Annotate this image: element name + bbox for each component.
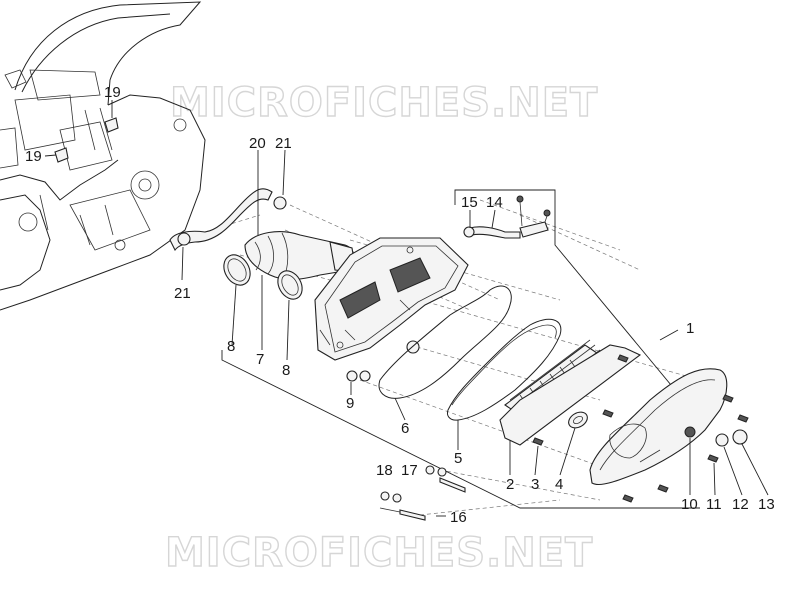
callout-9: 9 bbox=[346, 395, 354, 412]
callout-21a: 21 bbox=[275, 135, 292, 152]
washer-17 bbox=[392, 493, 402, 503]
callout-17: 17 bbox=[401, 462, 418, 479]
breather-fitting bbox=[519, 221, 549, 238]
fastener-clip-upper bbox=[104, 117, 119, 133]
callout-14: 14 bbox=[486, 194, 503, 211]
watermark-bottom: MICROFICHES.NET bbox=[165, 530, 593, 576]
callout-15: 15 bbox=[461, 194, 478, 211]
callout-19b: 19 bbox=[25, 148, 42, 165]
callout-10: 10 bbox=[681, 496, 698, 513]
hose-clip-lower bbox=[177, 232, 191, 246]
cover-gasket bbox=[447, 318, 562, 421]
hose-clamp-right-inner bbox=[281, 274, 299, 296]
callout-12: 12 bbox=[732, 496, 749, 513]
assembly-bracket-8 bbox=[221, 350, 700, 509]
fitting-dot-b bbox=[543, 209, 551, 217]
callout-13: 13 bbox=[758, 496, 775, 513]
engine-crankcase bbox=[0, 1, 206, 311]
hose-clamp-left bbox=[223, 254, 251, 286]
breather-clip bbox=[463, 226, 475, 238]
callout-19a: 19 bbox=[104, 84, 121, 101]
hose-clamp-right bbox=[277, 270, 303, 300]
callout-4: 4 bbox=[555, 476, 563, 493]
filter-box-housing bbox=[314, 237, 469, 361]
callout-18: 18 bbox=[376, 462, 393, 479]
callout-6: 6 bbox=[401, 420, 409, 437]
nut-b bbox=[359, 370, 371, 382]
nut-a bbox=[346, 370, 358, 382]
long-bolt-lower bbox=[399, 509, 426, 521]
callout-1: 1 bbox=[686, 320, 694, 337]
callout-5: 5 bbox=[454, 450, 462, 467]
hose-clamp-left-inner bbox=[227, 258, 247, 282]
breather-hose bbox=[469, 226, 521, 239]
filter-ring bbox=[568, 411, 588, 429]
cap bbox=[732, 429, 748, 445]
hose-clip-upper bbox=[273, 196, 287, 210]
callout-7: 7 bbox=[256, 351, 264, 368]
filter-box-cover bbox=[499, 344, 728, 486]
callout-16: 16 bbox=[450, 509, 467, 526]
callout-20: 20 bbox=[249, 135, 266, 152]
callout-3: 3 bbox=[531, 476, 539, 493]
callout-21b: 21 bbox=[174, 285, 191, 302]
fastener-clip-lower bbox=[54, 147, 69, 163]
washer-18 bbox=[380, 491, 390, 501]
callout-11: 11 bbox=[706, 496, 722, 513]
washer-a bbox=[425, 465, 435, 475]
callout-numbers: 1 2 3 4 5 6 7 8 8 9 10 11 12 13 14 15 16… bbox=[25, 84, 775, 526]
spacer bbox=[715, 433, 729, 447]
callout-8b: 8 bbox=[282, 362, 290, 379]
breather-pipe bbox=[169, 188, 273, 252]
assembly-bracket-1 bbox=[454, 189, 701, 421]
watermark-top: MICROFICHES.NET bbox=[170, 80, 598, 126]
long-bolt-upper bbox=[439, 477, 466, 493]
washer-b bbox=[437, 467, 447, 477]
callout-8a: 8 bbox=[227, 338, 235, 355]
box-gasket bbox=[378, 285, 512, 399]
fitting-dot-a bbox=[516, 195, 524, 203]
screws bbox=[532, 354, 749, 503]
callout-leaders bbox=[44, 100, 769, 517]
callout-2: 2 bbox=[506, 476, 514, 493]
